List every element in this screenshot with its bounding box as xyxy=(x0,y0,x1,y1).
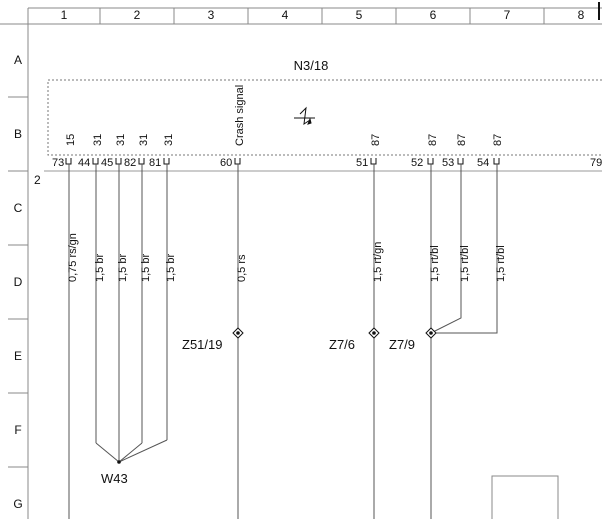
grid-column-label: 4 xyxy=(282,8,289,22)
pin-number: 60 xyxy=(220,157,232,169)
wire-label: 1,5 br xyxy=(117,254,129,282)
junction-diamond-icon xyxy=(368,327,380,339)
signal-label: 87 xyxy=(492,134,504,146)
junction-diamond-icon xyxy=(232,327,244,339)
pin-terminal-icon xyxy=(65,158,72,165)
pin-number: 44 xyxy=(78,157,90,169)
pin-terminal-icon xyxy=(493,158,500,165)
pin-number: 82 xyxy=(124,157,136,169)
pin-number: 54 xyxy=(477,157,489,169)
pin-terminal-icon xyxy=(234,158,241,165)
grid-column-label: 6 xyxy=(430,8,437,22)
ground-label: W43 xyxy=(101,471,128,486)
signal-label: 31 xyxy=(138,134,150,146)
signal-label: 87 xyxy=(427,134,439,146)
grid-row-label: D xyxy=(14,275,23,289)
pin-number: 81 xyxy=(149,157,161,169)
ground-point xyxy=(117,460,121,464)
signal-label: 31 xyxy=(163,134,175,146)
pin-number: 53 xyxy=(442,157,454,169)
pin-number: 45 xyxy=(101,157,113,169)
signal-label: 31 xyxy=(115,134,127,146)
grid-column-label: 8 xyxy=(578,8,585,22)
grid-row-label: G xyxy=(13,497,22,511)
component-box xyxy=(47,79,602,156)
junction-diamond-icon xyxy=(425,327,437,339)
pin-number: 51 xyxy=(356,157,368,169)
side-pin-label: 2 xyxy=(34,173,41,187)
grid-row-label: A xyxy=(14,53,22,67)
signal-label: 87 xyxy=(456,134,468,146)
wire-label: 1,5 br xyxy=(165,254,177,282)
grid-column-label: 2 xyxy=(134,8,141,22)
wire-label: 1,5 rt/gn xyxy=(372,242,384,282)
wire-label: 1,5 br xyxy=(94,254,106,282)
pin-terminal-icon xyxy=(163,158,170,165)
wire xyxy=(430,164,462,334)
grid-column-label: 7 xyxy=(504,8,511,22)
pin-terminal-icon xyxy=(138,158,145,165)
wire xyxy=(431,164,498,334)
right-pin-label: 79 xyxy=(590,157,602,169)
pin-terminal-icon xyxy=(115,158,122,165)
grid-frame xyxy=(0,7,602,519)
pin-number: 73 xyxy=(52,157,64,169)
crash-signal-label: Crash signal xyxy=(234,85,246,146)
wire-label: 1,5 br xyxy=(140,254,152,282)
pin-terminal-icon xyxy=(427,158,434,165)
grid-column-label: 3 xyxy=(208,8,215,22)
connector-label: Z51/19 xyxy=(182,337,222,352)
partial-component-box xyxy=(491,475,559,519)
grid-row-label: F xyxy=(14,423,21,437)
grid-row-label: B xyxy=(14,127,22,141)
wire-label: 0,5 rs xyxy=(236,254,248,282)
ground-wire xyxy=(95,442,120,463)
component-name: N3/18 xyxy=(294,58,329,73)
signal-label: 87 xyxy=(370,134,382,146)
wire-label: 1,5 rt/bl xyxy=(459,245,471,282)
ground-wire xyxy=(118,442,143,463)
signal-label: 31 xyxy=(92,134,104,146)
grid-row-label: E xyxy=(14,349,22,363)
grid-column-label: 5 xyxy=(356,8,363,22)
ground-wire xyxy=(118,439,168,463)
wire-label: 1,5 rt/bl xyxy=(495,245,507,282)
component-symbol-icon xyxy=(294,106,315,126)
grid-row-label: C xyxy=(14,201,23,215)
connector-label: Z7/6 xyxy=(329,337,355,352)
pin-terminal-icon xyxy=(457,158,464,165)
wire-label: 0,75 rs/gn xyxy=(67,233,79,282)
signal-label: 15 xyxy=(65,134,77,146)
pin-terminal-icon xyxy=(370,158,377,165)
pin-number: 52 xyxy=(411,157,423,169)
connector-label: Z7/9 xyxy=(389,337,415,352)
grid-column-label: 1 xyxy=(61,8,68,22)
wire-label: 1,5 rt/bl xyxy=(429,245,441,282)
pin-terminal-icon xyxy=(92,158,99,165)
